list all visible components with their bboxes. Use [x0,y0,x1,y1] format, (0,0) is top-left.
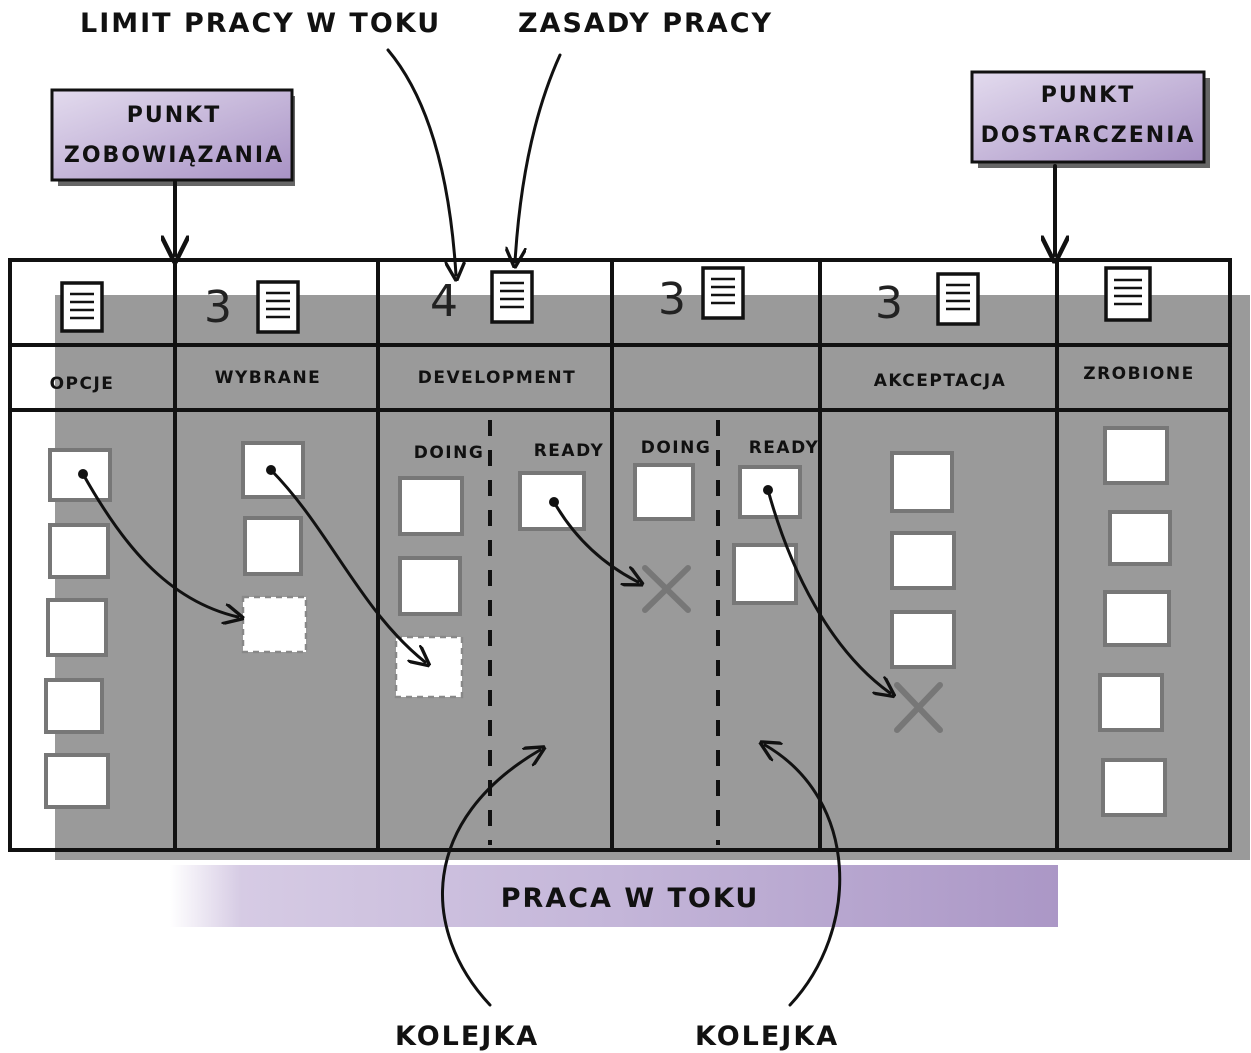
card [732,543,798,605]
wip-limit-development: 4 [430,276,459,327]
card [1108,510,1172,566]
card [1103,590,1171,647]
board [8,258,1232,852]
card [398,476,464,536]
card-placeholder [241,595,308,654]
subcolumn-test-ready: READY [749,438,820,458]
wip-limit-label: LIMIT PRACY W TOKU [80,8,441,39]
column-title-akceptacja: AKCEPTACJA [874,371,1007,391]
card [1101,758,1167,817]
card [241,441,305,499]
card [44,678,104,734]
doc-icon-wybrane [256,280,300,334]
column-title-development: DEVELOPMENT [418,368,577,388]
card [1103,426,1169,485]
arrow-icon [81,472,238,617]
work-policies-label: ZASADY PRACY [518,8,773,39]
card [633,463,695,521]
card [243,516,303,576]
commitment-point-line1: PUNKT [127,103,221,128]
wip-limit-wybrane: 3 [204,282,233,333]
doc-icon-development [490,270,534,324]
card [1098,673,1164,732]
arrow-icon [269,468,425,662]
arrow-icon [766,488,890,693]
card [890,451,954,513]
card [44,753,110,809]
doc-icon-zrobione [1104,266,1152,322]
commitment-point-line2: ZOBOWIĄZANIA [64,143,284,168]
arrow-icon [441,750,540,1007]
card [890,531,956,590]
arrow-icon [765,745,842,1007]
card [890,610,956,669]
arrow-icon [515,53,562,262]
subcolumn-dev-doing: DOING [414,443,485,463]
card [46,598,108,657]
wip-band [170,865,1058,927]
card [398,556,462,616]
wip-limit-test: 3 [658,274,687,325]
queue-label-left: KOLEJKA [395,1021,539,1052]
delivery-point-line1: PUNKT [1041,83,1135,108]
delivery-point-box [970,70,1206,164]
x-mark-icon [642,565,691,613]
arrow-icon [386,48,456,275]
doc-icon-opcje [60,281,104,333]
arrow-icon [552,500,638,582]
column-title-opcje: OPCJE [50,374,115,394]
x-mark-icon [894,682,943,733]
wip-limit-akceptacja: 3 [875,278,904,329]
column-title-zrobione: ZROBIONE [1083,364,1194,384]
card [48,523,110,579]
column-title-wybrane: WYBRANE [215,368,322,388]
delivery-point-line2: DOSTARCZENIA [981,123,1196,148]
queue-label-right: KOLEJKA [695,1021,839,1052]
subcolumn-dev-ready: READY [534,441,605,461]
wip-band-label: PRACA W TOKU [501,883,760,914]
commitment-point-box [50,88,294,182]
doc-icon-akceptacja [936,272,980,326]
doc-icon-test [701,266,745,320]
subcolumn-test-doing: DOING [641,438,712,458]
